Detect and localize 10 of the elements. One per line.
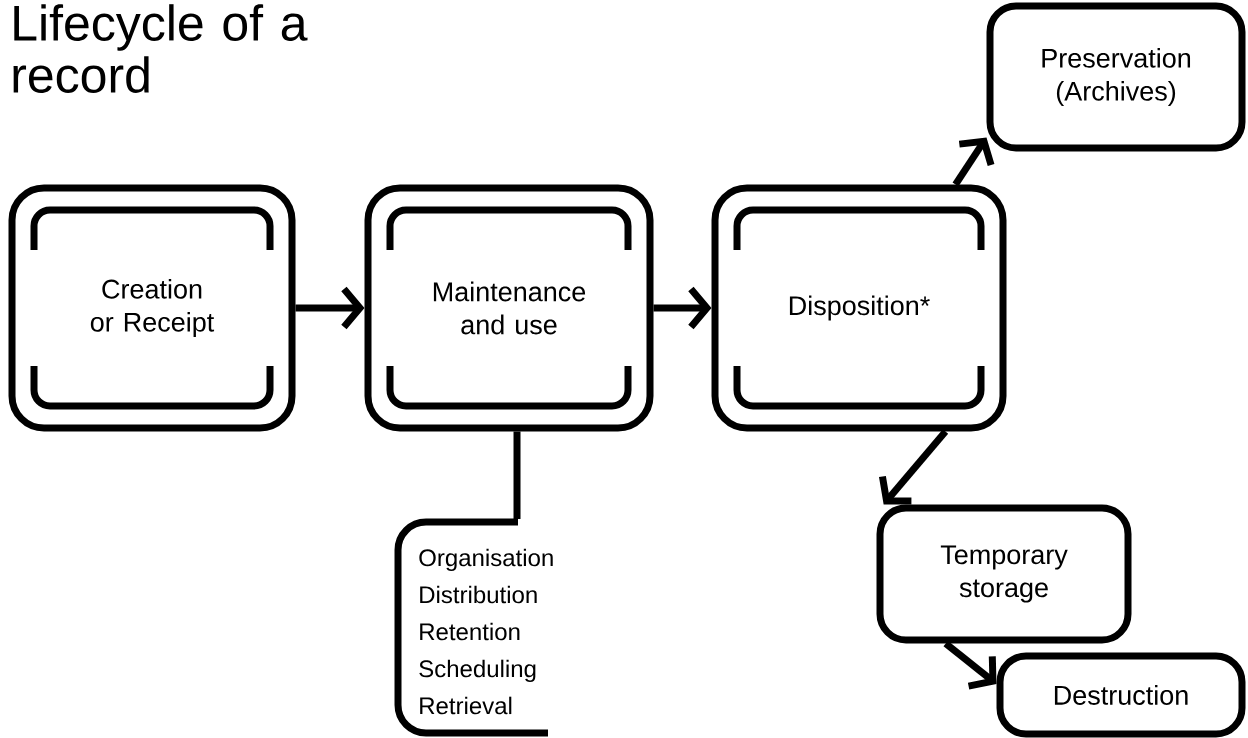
stage-box: Disposition* xyxy=(711,184,1007,432)
title: Lifecycle of a record xyxy=(13,4,308,93)
process-box: Destruction xyxy=(996,652,1246,738)
stage-box: Maintenance and use xyxy=(364,184,654,432)
bracket-list: Organisation Distribution Retention Scheduling Retrieval xyxy=(394,518,553,737)
connector-line xyxy=(513,431,521,519)
stage-box: Creation or Receipt xyxy=(8,184,296,432)
arrow xyxy=(879,429,949,505)
process-box: Temporary storage xyxy=(876,504,1132,644)
process-box: Preservation (Archives) xyxy=(986,2,1246,152)
